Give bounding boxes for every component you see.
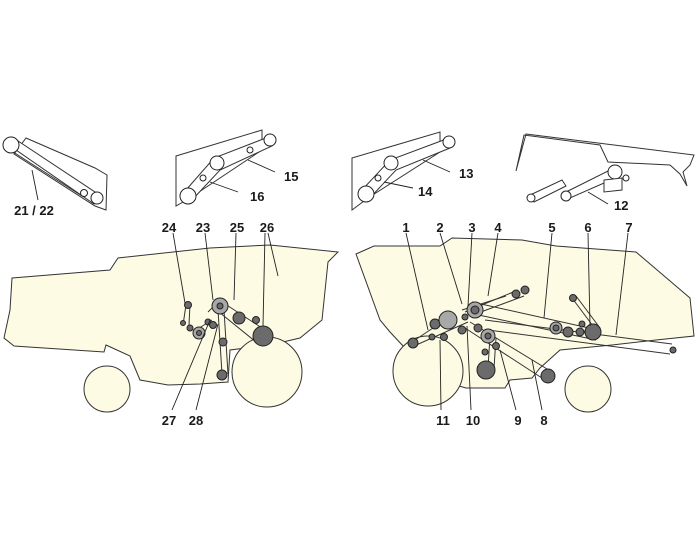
label-28: 28 <box>189 413 203 428</box>
label-27: 27 <box>162 413 176 428</box>
label-16: 16 <box>250 189 264 204</box>
combine-right-view <box>355 232 695 413</box>
label-23: 23 <box>196 220 210 235</box>
label-15: 15 <box>284 169 298 184</box>
label-6: 6 <box>584 220 591 235</box>
label-14: 14 <box>418 184 433 199</box>
label-2: 2 <box>436 220 443 235</box>
label-1: 1 <box>402 220 409 235</box>
label-24: 24 <box>162 220 177 235</box>
inset-belt-21-22 <box>2 136 108 211</box>
inset-belt-12 <box>515 133 695 205</box>
label-21-22: 21 / 22 <box>14 203 54 218</box>
label-8: 8 <box>540 413 547 428</box>
label-4: 4 <box>494 220 502 235</box>
label-26: 26 <box>260 220 274 235</box>
label-9: 9 <box>514 413 521 428</box>
label-11: 11 <box>436 413 450 428</box>
label-12: 12 <box>614 198 628 213</box>
label-10: 10 <box>466 413 480 428</box>
inset-belt-13-14 <box>351 131 456 211</box>
label-5: 5 <box>548 220 555 235</box>
label-3: 3 <box>468 220 475 235</box>
label-7: 7 <box>625 220 632 235</box>
inset-belt-15-16 <box>175 129 277 207</box>
label-13: 13 <box>459 166 473 181</box>
label-25: 25 <box>230 220 244 235</box>
combine-left-view <box>3 232 340 413</box>
